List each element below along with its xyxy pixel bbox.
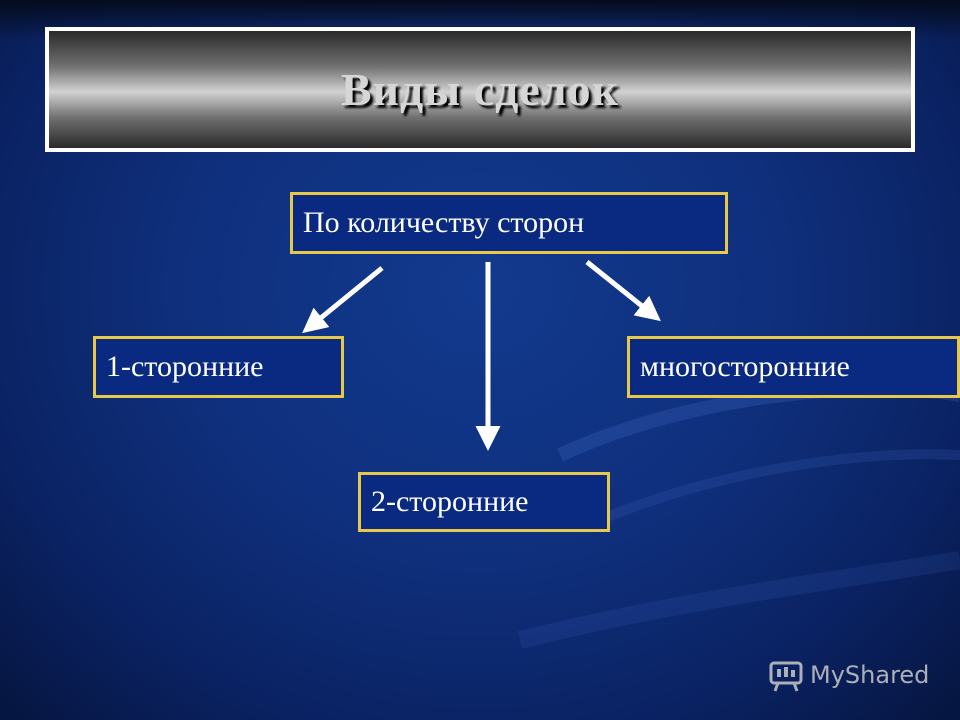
title-banner: Виды сделок — [45, 27, 915, 152]
watermark: MyShared — [768, 655, 929, 695]
node-two-sided: 2-сторонние — [358, 472, 610, 532]
node-one-sided: 1-сторонние — [93, 336, 344, 398]
node-one-sided-label: 1-сторонние — [106, 350, 264, 383]
watermark-text: MyShared — [810, 661, 930, 689]
node-multi-sided-label: многосторонние — [640, 350, 850, 383]
node-root-label: По количеству сторон — [303, 206, 585, 239]
arrow-to-one — [302, 266, 384, 334]
slide-title: Виды сделок — [340, 64, 620, 115]
arrow-to-multi — [585, 260, 661, 322]
node-multi-sided: многосторонние — [627, 336, 960, 398]
myshared-logo-icon — [769, 661, 803, 692]
node-two-sided-label: 2-сторонние — [371, 485, 529, 518]
node-root: По количеству сторон — [290, 192, 728, 254]
